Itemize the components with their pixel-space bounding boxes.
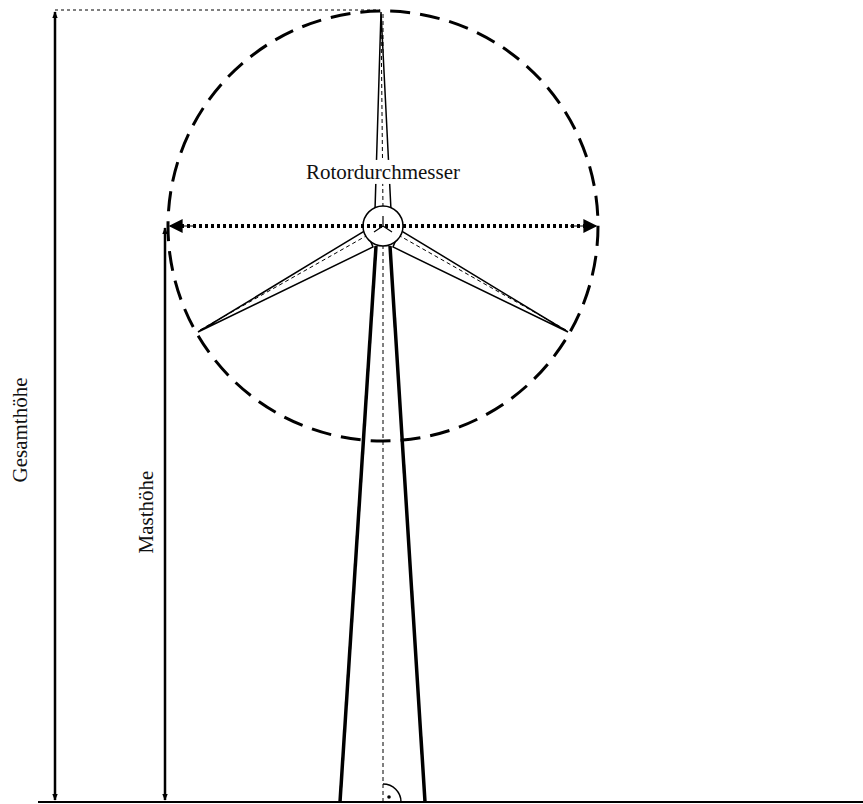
blade-left: [198, 230, 373, 332]
arrowhead-right: [570, 226, 596, 227]
total-height-arrow: [54, 12, 57, 800]
blade-left-axis: [200, 236, 366, 330]
hub-symbol: [374, 216, 392, 232]
arrowhead-left: [170, 226, 196, 227]
dimension-label: Masthöhe: [134, 468, 158, 557]
right-angle-mark: [383, 784, 401, 802]
top-reference-line: [55, 10, 380, 11]
mast-height-arrow: [164, 228, 167, 800]
dimension-label: Rotordurchmesser: [303, 160, 463, 184]
right-angle-dot: [387, 795, 391, 799]
tower-left: [340, 246, 376, 802]
dimension-label: Gesamthöhe: [8, 375, 32, 486]
ground-line: [38, 801, 863, 803]
blade-right: [393, 230, 568, 332]
rotor-diameter-arrow: [175, 224, 591, 228]
tower-right: [390, 246, 425, 802]
rotor-circle: [168, 11, 598, 441]
blade-right-axis: [400, 236, 566, 330]
